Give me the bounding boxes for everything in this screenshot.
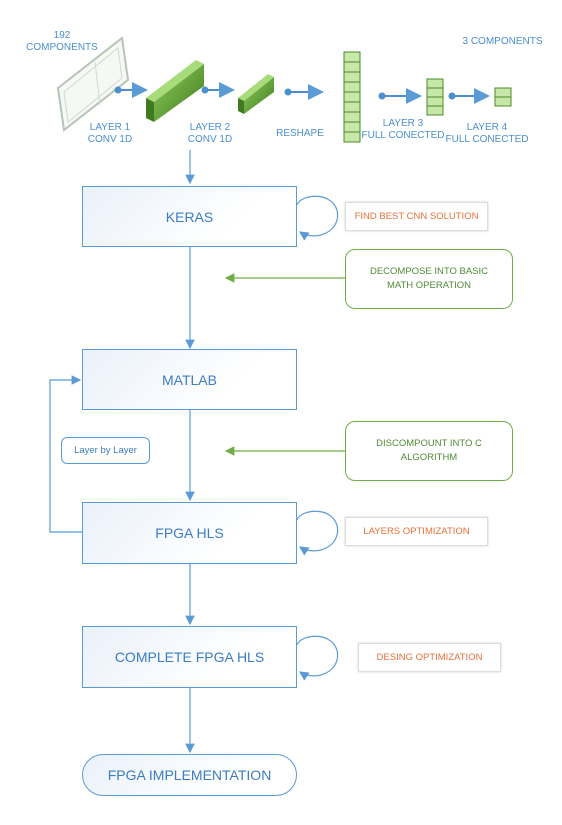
layer3-stack	[343, 51, 361, 143]
note-arrows	[224, 273, 345, 456]
fpga-hls-box: FPGA HLS	[82, 502, 297, 564]
complete-fpga-hls-box: COMPLETE FPGA HLS	[82, 626, 297, 688]
layer1-block	[146, 60, 204, 122]
network-arrows	[114, 82, 490, 104]
matlab-box: MATLAB	[82, 349, 297, 410]
fpga-hls-label: FPGA HLS	[155, 525, 224, 541]
keras-box: KERAS	[82, 186, 297, 247]
output-components-label: 3 COMPONENTS	[462, 36, 543, 47]
flow-connectors	[49, 150, 339, 754]
fpga-implementation-label: FPGA IMPLEMENTATION	[107, 767, 272, 783]
fpga-implementation-terminal: FPGA IMPLEMENTATION	[82, 754, 297, 796]
input-components-label: 192 COMPONENTS	[26, 30, 98, 53]
find-best-label: FIND BEST CNN SOLUTION	[354, 211, 479, 222]
desing-opt-label: DESING OPTIMIZATION	[376, 652, 483, 663]
layer4-label: LAYER 4 FULL CONECTED	[445, 122, 529, 145]
layer4-stack	[494, 87, 512, 107]
discompound-label: DISCOMPOUNT INTO C ALGORITHM	[376, 438, 482, 463]
find-best-note: FIND BEST CNN SOLUTION	[345, 202, 488, 231]
layer3-label: LAYER 3 FULL CONECTED	[361, 118, 445, 141]
layer3b-stack	[426, 78, 444, 116]
keras-label: KERAS	[165, 208, 214, 225]
layers-opt-note: LAYERS OPTIMIZATION	[345, 517, 488, 546]
layer2-block	[238, 74, 274, 114]
layer2-label: LAYER 2 CONV 1D	[187, 122, 233, 145]
layer-by-layer-tag: Layer by Layer	[61, 437, 150, 464]
reshape-label: RESHAPE	[276, 128, 324, 139]
layer1-label: LAYER 1 CONV 1D	[87, 122, 133, 145]
decompose-label: DECOMPOSE INTO BASIC MATH OPERATION	[369, 266, 489, 291]
layer-by-layer-label: Layer by Layer	[74, 445, 137, 456]
matlab-label: MATLAB	[162, 371, 217, 388]
discompound-note: DISCOMPOUNT INTO C ALGORITHM	[345, 421, 513, 481]
complete-fpga-hls-label: COMPLETE FPGA HLS	[114, 649, 265, 665]
decompose-note: DECOMPOSE INTO BASIC MATH OPERATION	[345, 249, 513, 309]
layers-opt-label: LAYERS OPTIMIZATION	[363, 526, 470, 537]
desing-opt-note: DESING OPTIMIZATION	[358, 643, 501, 672]
input-plate	[56, 36, 130, 132]
